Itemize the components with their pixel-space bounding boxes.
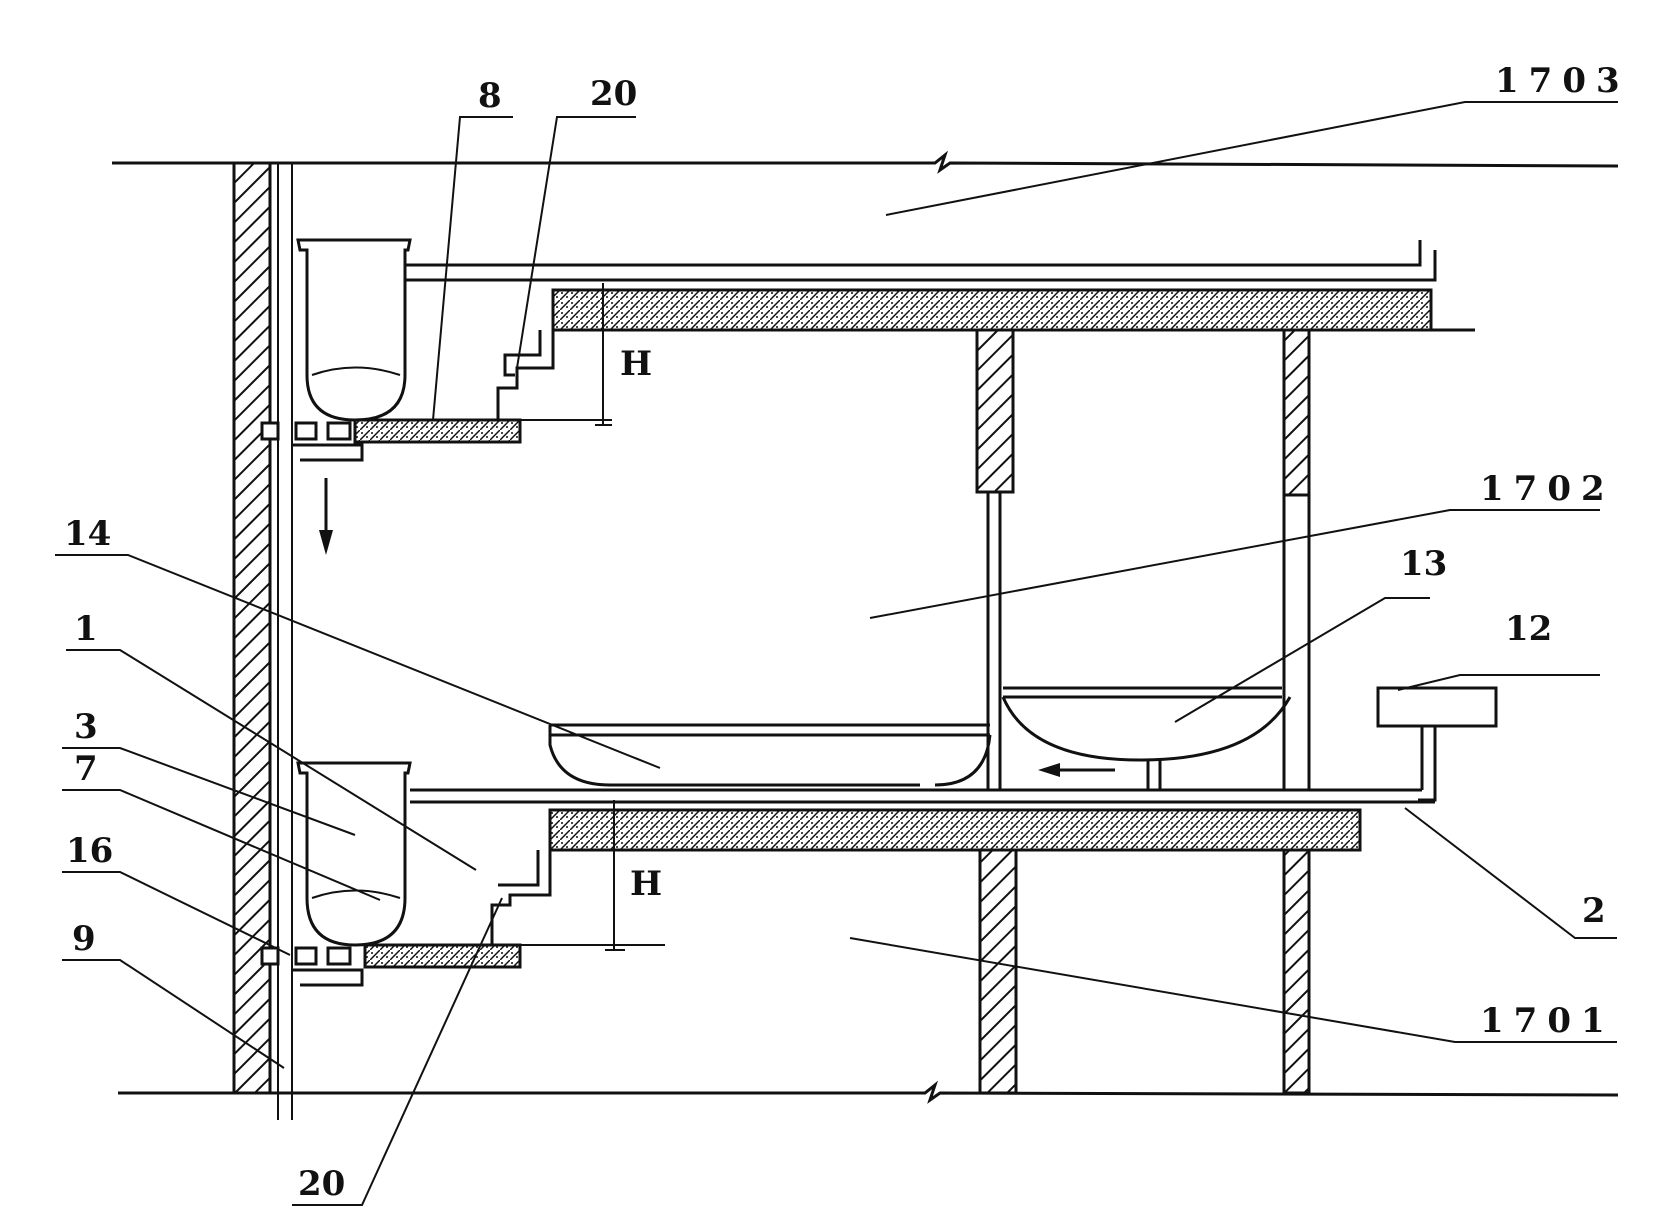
label-16: 16: [66, 831, 113, 871]
label-12: 12: [1505, 609, 1552, 649]
upper-bucket: [260, 238, 412, 462]
dimension-h-upper: [520, 283, 612, 426]
device-12: [1376, 686, 1498, 802]
label-1703: 1703: [1495, 61, 1630, 101]
leader-lines: [55, 101, 1618, 1206]
label-20-top: 20: [590, 74, 637, 114]
dimension-h-lower: [520, 800, 665, 951]
left-arrow: [1038, 763, 1115, 777]
label-20-bottom: 20: [298, 1164, 345, 1204]
label-14: 14: [64, 514, 111, 554]
label-8: 8: [478, 76, 502, 116]
pipe-2: [410, 788, 1435, 804]
lower-slab: [363, 808, 1362, 969]
tray-14: [548, 723, 992, 787]
upper-columns: [975, 328, 1311, 792]
label-2: 2: [1582, 891, 1606, 931]
bowl-13: [1001, 686, 1292, 790]
down-arrow: [319, 478, 333, 555]
label-1702: 1702: [1480, 469, 1615, 509]
label-1: 1: [74, 609, 98, 649]
lower-columns: [978, 848, 1311, 1095]
label-13: 13: [1400, 544, 1447, 584]
lower-bucket: [260, 761, 412, 987]
label-1701: 1701: [1480, 1001, 1615, 1041]
label-9: 9: [72, 919, 96, 959]
label-h-lower: H: [630, 864, 662, 904]
left-wall: [232, 161, 293, 1120]
label-3: 3: [74, 707, 98, 747]
label-7: 7: [74, 749, 98, 789]
labels: 1703 1702 1701 8 20 20 H H 14 1 3 7 16 9…: [64, 61, 1630, 1204]
reference-lines: [112, 150, 1619, 1104]
label-h-upper: H: [620, 344, 652, 384]
